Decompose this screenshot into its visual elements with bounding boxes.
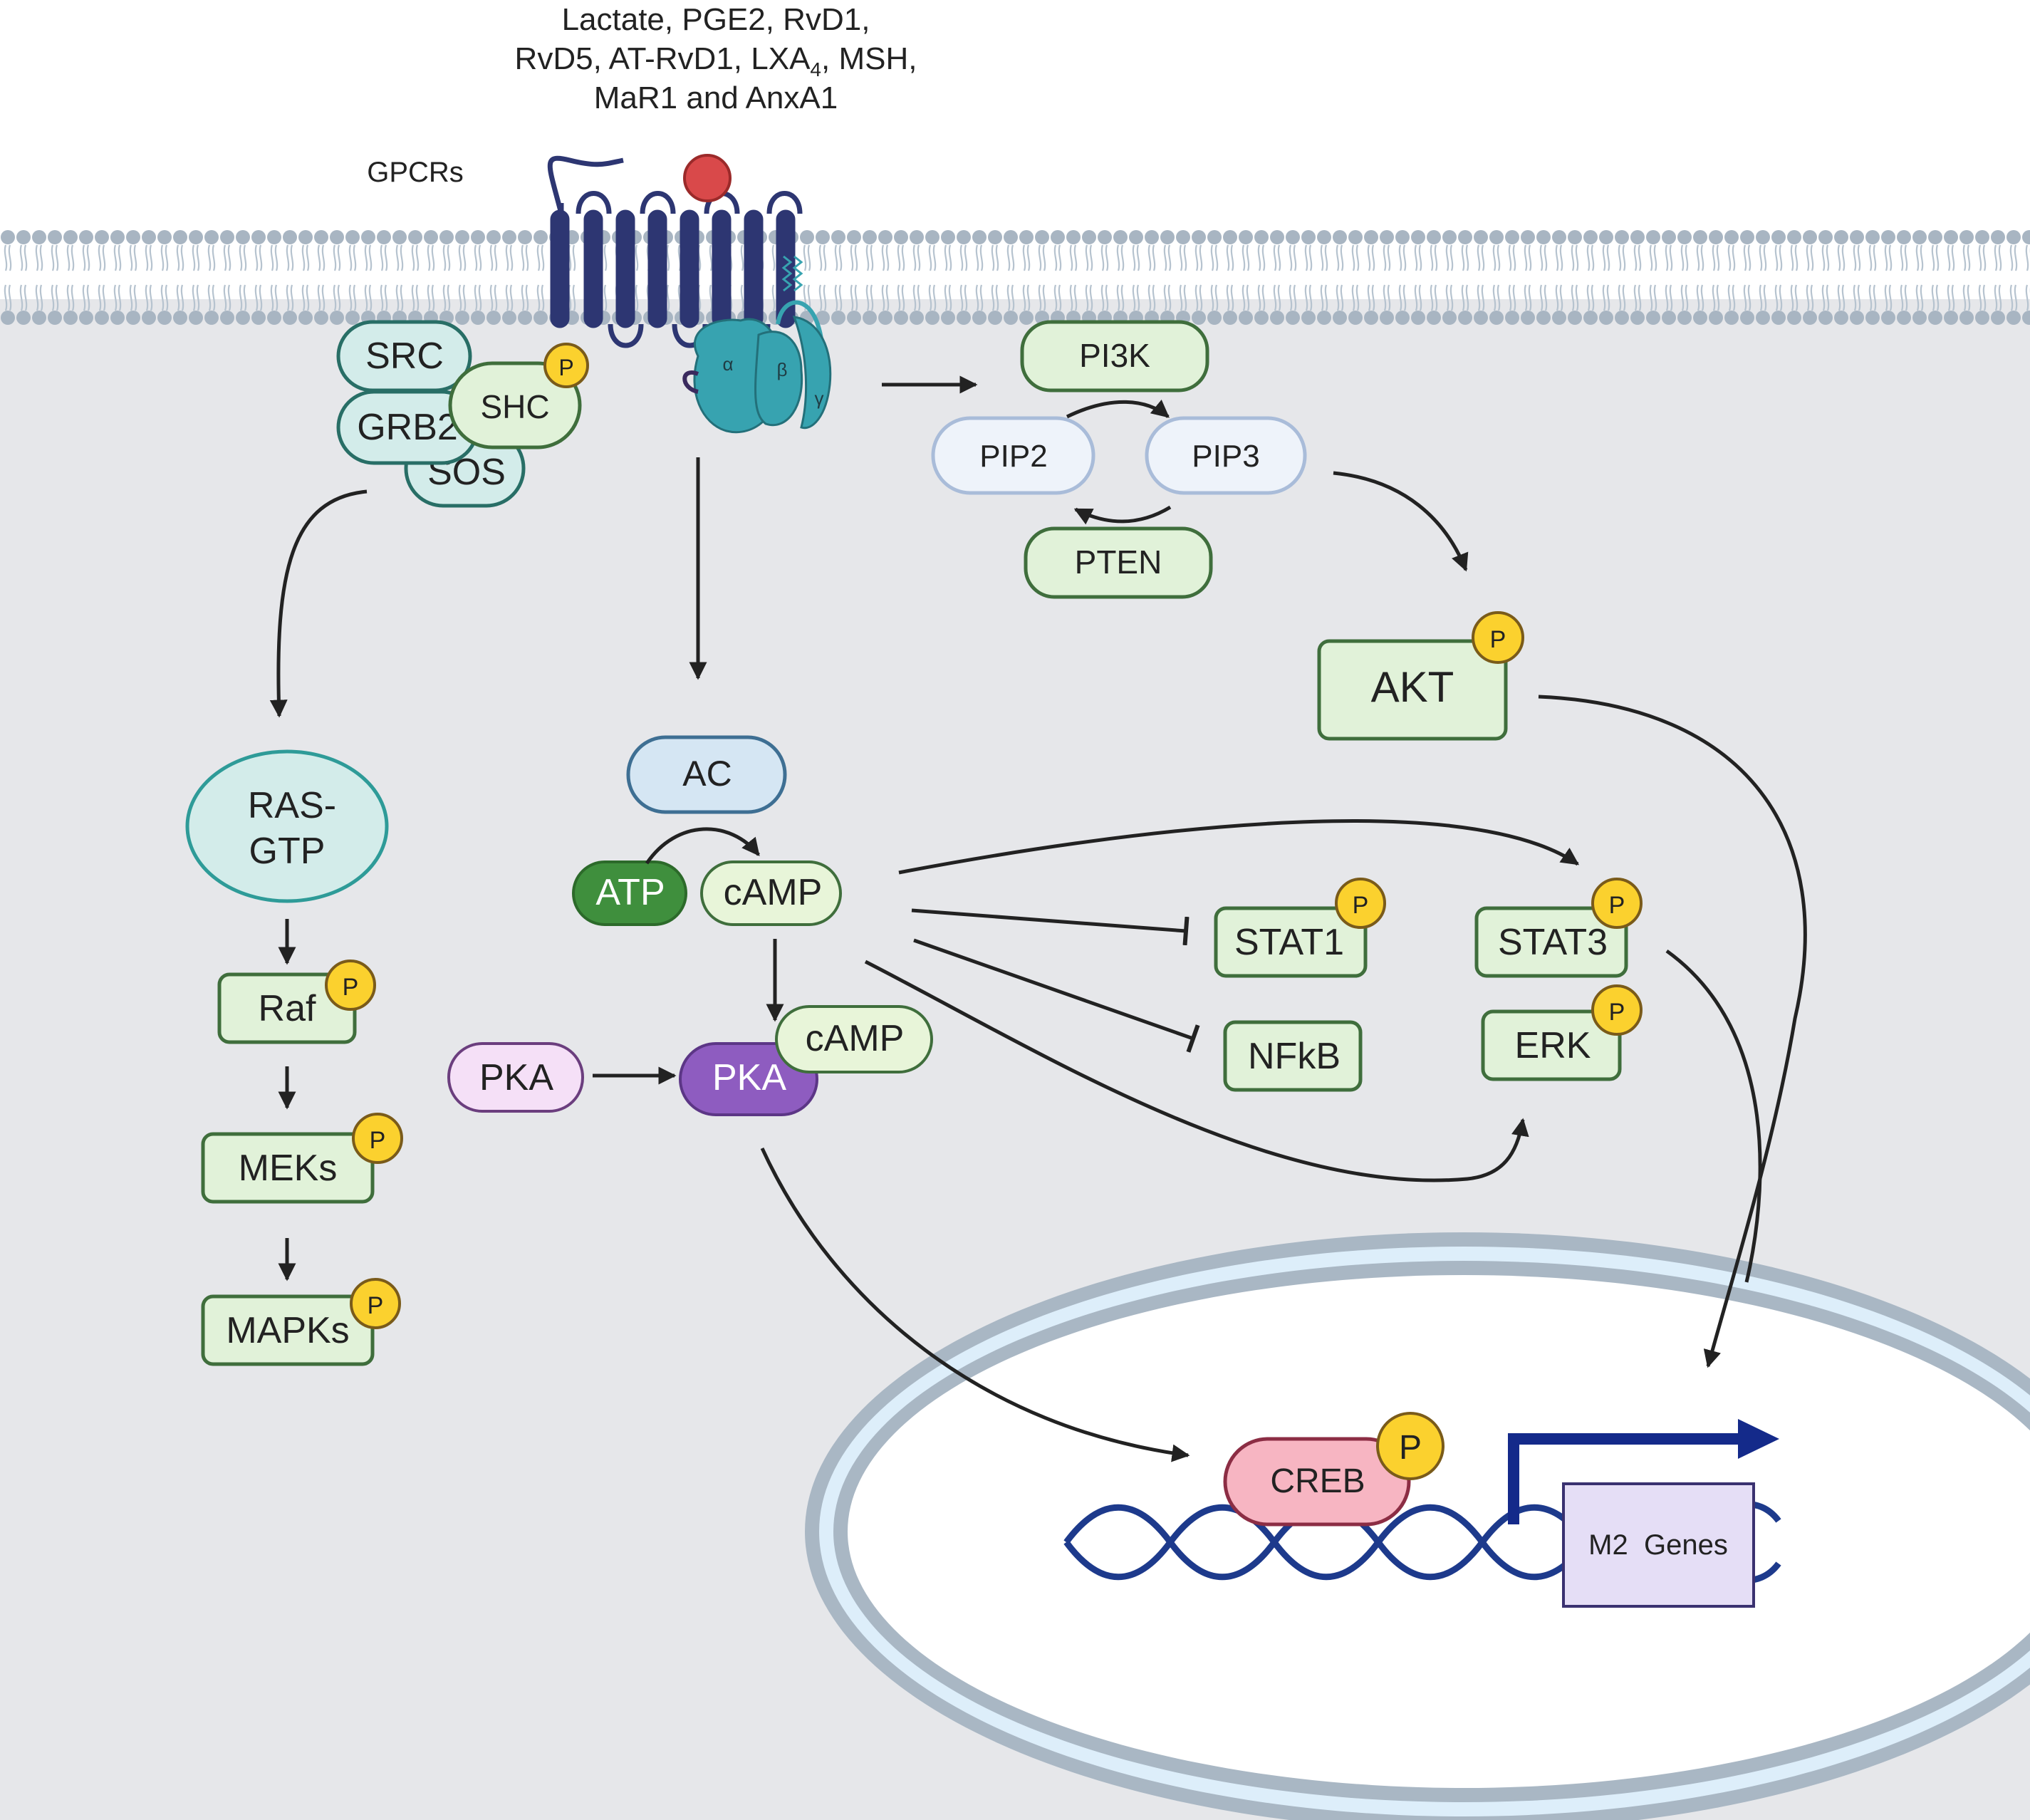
akt-phospho-label: P	[1490, 626, 1506, 653]
atp-node	[572, 860, 687, 926]
creb-phospho-label: P	[1399, 1429, 1422, 1467]
raf-phospho-label: P	[343, 974, 359, 1001]
arrow-adaptor-to-ras	[269, 489, 368, 718]
mapks-label: MAPKs	[226, 1310, 349, 1351]
arrow-pip2-to-pip3	[1066, 399, 1170, 419]
ac-label: AC	[682, 754, 732, 794]
raf-phospho-icon	[325, 960, 376, 1011]
arrow-stat3-to-nucleus	[1665, 949, 1762, 1283]
mapk-pathway: RAS- GTP Raf P MEKs P MAPKs P	[185, 749, 403, 1366]
pka-inactive-node	[447, 1042, 584, 1113]
stat1-phospho-icon	[1335, 878, 1386, 929]
akt-phospho-icon	[1472, 611, 1524, 664]
creb-phospho-icon	[1376, 1412, 1445, 1480]
shc-phospho-label: P	[558, 355, 573, 380]
arrows	[269, 375, 1807, 1462]
src-label: SRC	[365, 336, 444, 377]
erk-phospho-label: P	[1609, 999, 1625, 1026]
transcription-start-arrow	[1508, 1433, 1738, 1524]
nfkb-node	[1223, 1020, 1363, 1092]
pten-node	[1024, 526, 1213, 599]
inhibit-camp-stat1	[911, 908, 1190, 946]
ras-label-2: GTP	[249, 831, 326, 872]
pka-active-label: PKA	[712, 1057, 786, 1098]
stat3-label: STAT3	[1498, 922, 1608, 963]
m2-genes-label: M2 Genes	[1588, 1529, 1728, 1561]
atp-label: ATP	[595, 872, 665, 913]
g-protein: α β γ	[682, 255, 832, 434]
transcription-arrowhead	[1738, 1419, 1779, 1459]
pten-label: PTEN	[1075, 544, 1162, 581]
ligand-line-3: MaR1 and AnxA1	[594, 80, 838, 115]
akt-label: AKT	[1371, 663, 1454, 711]
inhibit-camp-nfkb	[913, 938, 1200, 1053]
arrow-atp-to-camp	[645, 827, 760, 865]
downstream-targets: STAT1 P NFkB STAT3 P ERK P	[1214, 878, 1643, 1092]
ligand-line-2: RvD5, AT-RvD1, LXA4, MSH,	[515, 41, 917, 80]
src-node	[336, 320, 472, 392]
ligand-list: Lactate, PGE2, RvD1, RvD5, AT-RvD1, LXA4…	[515, 2, 917, 115]
stat1-label: STAT1	[1234, 922, 1344, 963]
pi3k-label: PI3K	[1079, 337, 1150, 374]
arrow-pka-to-creb	[760, 1147, 1190, 1462]
pip2-node	[931, 416, 1095, 495]
stat3-phospho-icon	[1591, 878, 1643, 929]
arrow-akt-to-nucleus	[1538, 695, 1807, 1368]
mapks-phospho-icon	[350, 1278, 401, 1329]
camp-node	[700, 860, 842, 926]
ligand-line-1: Lactate, PGE2, RvD1,	[562, 2, 870, 37]
arrow-pip3-to-akt	[1333, 471, 1469, 572]
erk-phospho-icon	[1591, 984, 1643, 1036]
creb-label: CREB	[1270, 1462, 1365, 1500]
nucleus	[805, 1232, 2030, 1820]
pip3-label: PIP3	[1192, 439, 1259, 474]
shc-phospho-icon	[543, 343, 589, 388]
plasma-membrane	[0, 229, 2030, 326]
m2-genes-box: M2 Genes	[1562, 1482, 1755, 1608]
pi3k-pathway: PI3K PIP2 PIP3 PTEN AKT P	[931, 320, 1524, 741]
nfkb-label: NFkB	[1248, 1036, 1341, 1077]
camp-label: cAMP	[724, 872, 823, 913]
grb2-label: GRB2	[357, 407, 458, 448]
pka-active-node	[679, 1042, 818, 1116]
gpcr-label: GPCRs	[367, 157, 464, 188]
shc-node	[448, 361, 582, 449]
g-alpha-label: α	[722, 353, 733, 375]
meks-node	[201, 1132, 375, 1204]
g-gamma-label: γ	[815, 388, 824, 409]
pka-camp-node	[775, 1005, 933, 1073]
pi3k-node	[1020, 320, 1209, 392]
pip2-label: PIP2	[979, 439, 1047, 474]
akt-node	[1317, 639, 1508, 741]
erk-node	[1481, 1009, 1622, 1081]
shc-label: SHC	[480, 388, 549, 425]
pip3-node	[1145, 416, 1307, 495]
stat3-node	[1474, 906, 1628, 978]
stat1-phospho-label: P	[1353, 892, 1369, 919]
stat1-node	[1214, 906, 1368, 978]
adaptor-complex: SOS GRB2 SRC SHC P	[336, 320, 589, 508]
g-beta-label: β	[777, 359, 788, 380]
arrow-camp-to-erk	[864, 960, 1529, 1182]
pka-inactive-label: PKA	[479, 1057, 553, 1098]
creb-node: CREB P	[1223, 1412, 1445, 1527]
meks-label: MEKs	[239, 1148, 338, 1189]
meks-phospho-icon	[352, 1113, 403, 1164]
mapks-node	[201, 1294, 375, 1366]
mapks-phospho-label: P	[368, 1292, 384, 1319]
ac-node	[626, 735, 787, 814]
ligand-ball	[683, 154, 732, 202]
ras-gtp-node	[185, 749, 389, 903]
pka-camp-label: cAMP	[806, 1018, 905, 1059]
arrow-camp-to-stat3	[898, 819, 1580, 875]
arrow-pten-pip3-to-pip2	[1073, 505, 1172, 525]
stat3-phospho-label: P	[1609, 892, 1625, 919]
meks-phospho-label: P	[370, 1127, 386, 1154]
camp-pathway: AC ATP cAMP PKA PKA cAMP	[447, 735, 933, 1116]
ras-label-1: RAS-	[248, 785, 336, 826]
nucleoplasm	[848, 1275, 2030, 1788]
erk-label: ERK	[1515, 1025, 1591, 1066]
raf-label: Raf	[259, 988, 316, 1029]
